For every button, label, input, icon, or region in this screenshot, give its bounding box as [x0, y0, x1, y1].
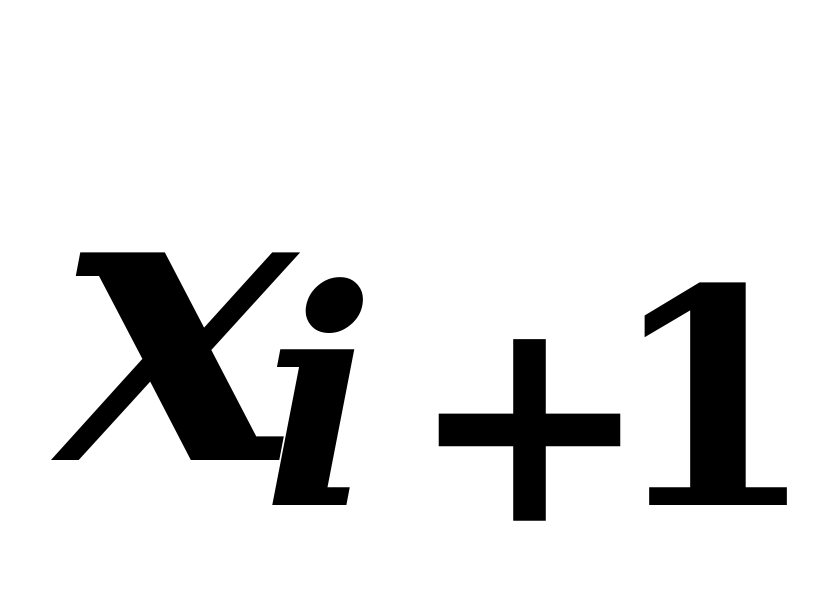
- subscript-number: 1: [608, 223, 817, 576]
- variable-x: x: [58, 85, 297, 555]
- subscript-index: i: [262, 223, 376, 576]
- subscript-operator: +: [408, 250, 651, 590]
